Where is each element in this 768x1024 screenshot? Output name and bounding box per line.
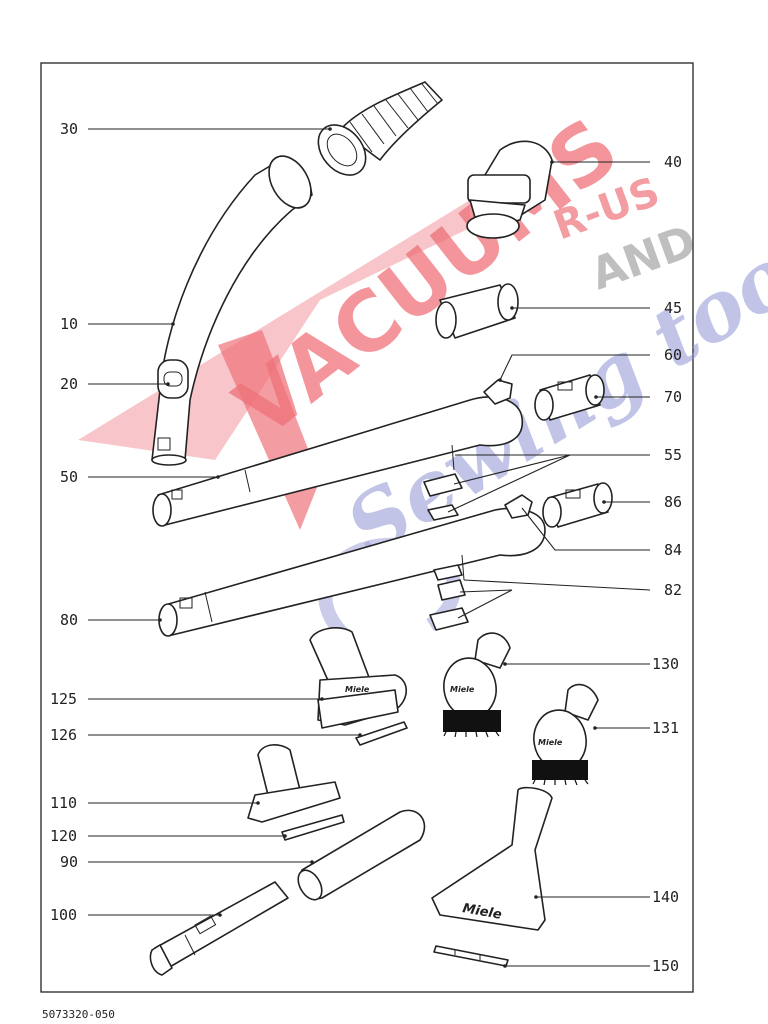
part-82-latch-set xyxy=(429,554,469,631)
callout-55: 55 xyxy=(664,446,682,464)
brand-logo-125: Miele xyxy=(345,685,370,694)
document-code: 5073320-050 xyxy=(42,1008,115,1021)
part-110-upholstery-nozzle xyxy=(247,744,341,823)
callout-10: 10 xyxy=(60,315,78,333)
callout-50: 50 xyxy=(60,468,78,486)
leader-84 xyxy=(521,507,650,551)
callout-labels: 30 40 10 45 20 60 70 50 55 86 84 82 80 1… xyxy=(50,120,682,975)
part-140-wide-nozzle: Miele xyxy=(431,786,553,931)
callout-84: 84 xyxy=(664,541,682,559)
leader-lines xyxy=(88,127,651,968)
callout-130: 130 xyxy=(652,655,679,673)
callout-82: 82 xyxy=(664,581,682,599)
callout-140: 140 xyxy=(652,888,679,906)
part-150-nozzle-strip xyxy=(433,945,509,967)
brand-logo-131: Miele xyxy=(538,738,563,747)
callout-86: 86 xyxy=(664,493,682,511)
callout-40: 40 xyxy=(664,153,682,171)
part-100-crevice-tool xyxy=(149,881,289,976)
leader-82b xyxy=(459,589,513,593)
brand-logo-130: Miele xyxy=(450,685,475,694)
callout-70: 70 xyxy=(664,388,682,406)
part-70-coupling xyxy=(534,374,605,421)
brand-logo-140: Miele xyxy=(461,901,503,923)
callout-80: 80 xyxy=(60,611,78,629)
leader-82c xyxy=(457,589,513,619)
part-30-hose-connector xyxy=(317,81,443,176)
part-126-brush-strip xyxy=(355,721,408,746)
callout-45: 45 xyxy=(664,299,682,317)
callout-30: 30 xyxy=(60,120,78,138)
part-86-coupling xyxy=(542,482,613,528)
leader-55c xyxy=(447,454,571,513)
callout-100: 100 xyxy=(50,906,77,924)
part-10-handle xyxy=(151,155,313,466)
callout-126: 126 xyxy=(50,726,77,744)
callout-131: 131 xyxy=(652,719,679,737)
part-60-tube-clip xyxy=(483,379,513,405)
callout-120: 120 xyxy=(50,827,77,845)
diagram-frame xyxy=(40,62,694,993)
part-131-dusting-brush: Miele xyxy=(532,683,599,786)
part-130-dusting-brush: Miele xyxy=(443,632,511,738)
leader-60 xyxy=(499,354,650,381)
part-125-upholstery-brush: Miele xyxy=(309,627,408,729)
callout-125: 125 xyxy=(50,690,77,708)
callout-60: 60 xyxy=(664,346,682,364)
part-120-nozzle-strip xyxy=(281,814,345,841)
part-40-swivel-elbow xyxy=(466,140,553,239)
callout-90: 90 xyxy=(60,853,78,871)
callout-20: 20 xyxy=(60,375,78,393)
part-55-latch-set xyxy=(423,444,463,521)
part-45-sleeve xyxy=(435,283,519,339)
callout-110: 110 xyxy=(50,794,77,812)
part-90-extension-piece xyxy=(297,809,426,901)
leader-55b xyxy=(453,454,571,485)
leader-82a xyxy=(463,579,651,591)
part-20-air-slide xyxy=(157,359,189,399)
callout-150: 150 xyxy=(652,957,679,975)
